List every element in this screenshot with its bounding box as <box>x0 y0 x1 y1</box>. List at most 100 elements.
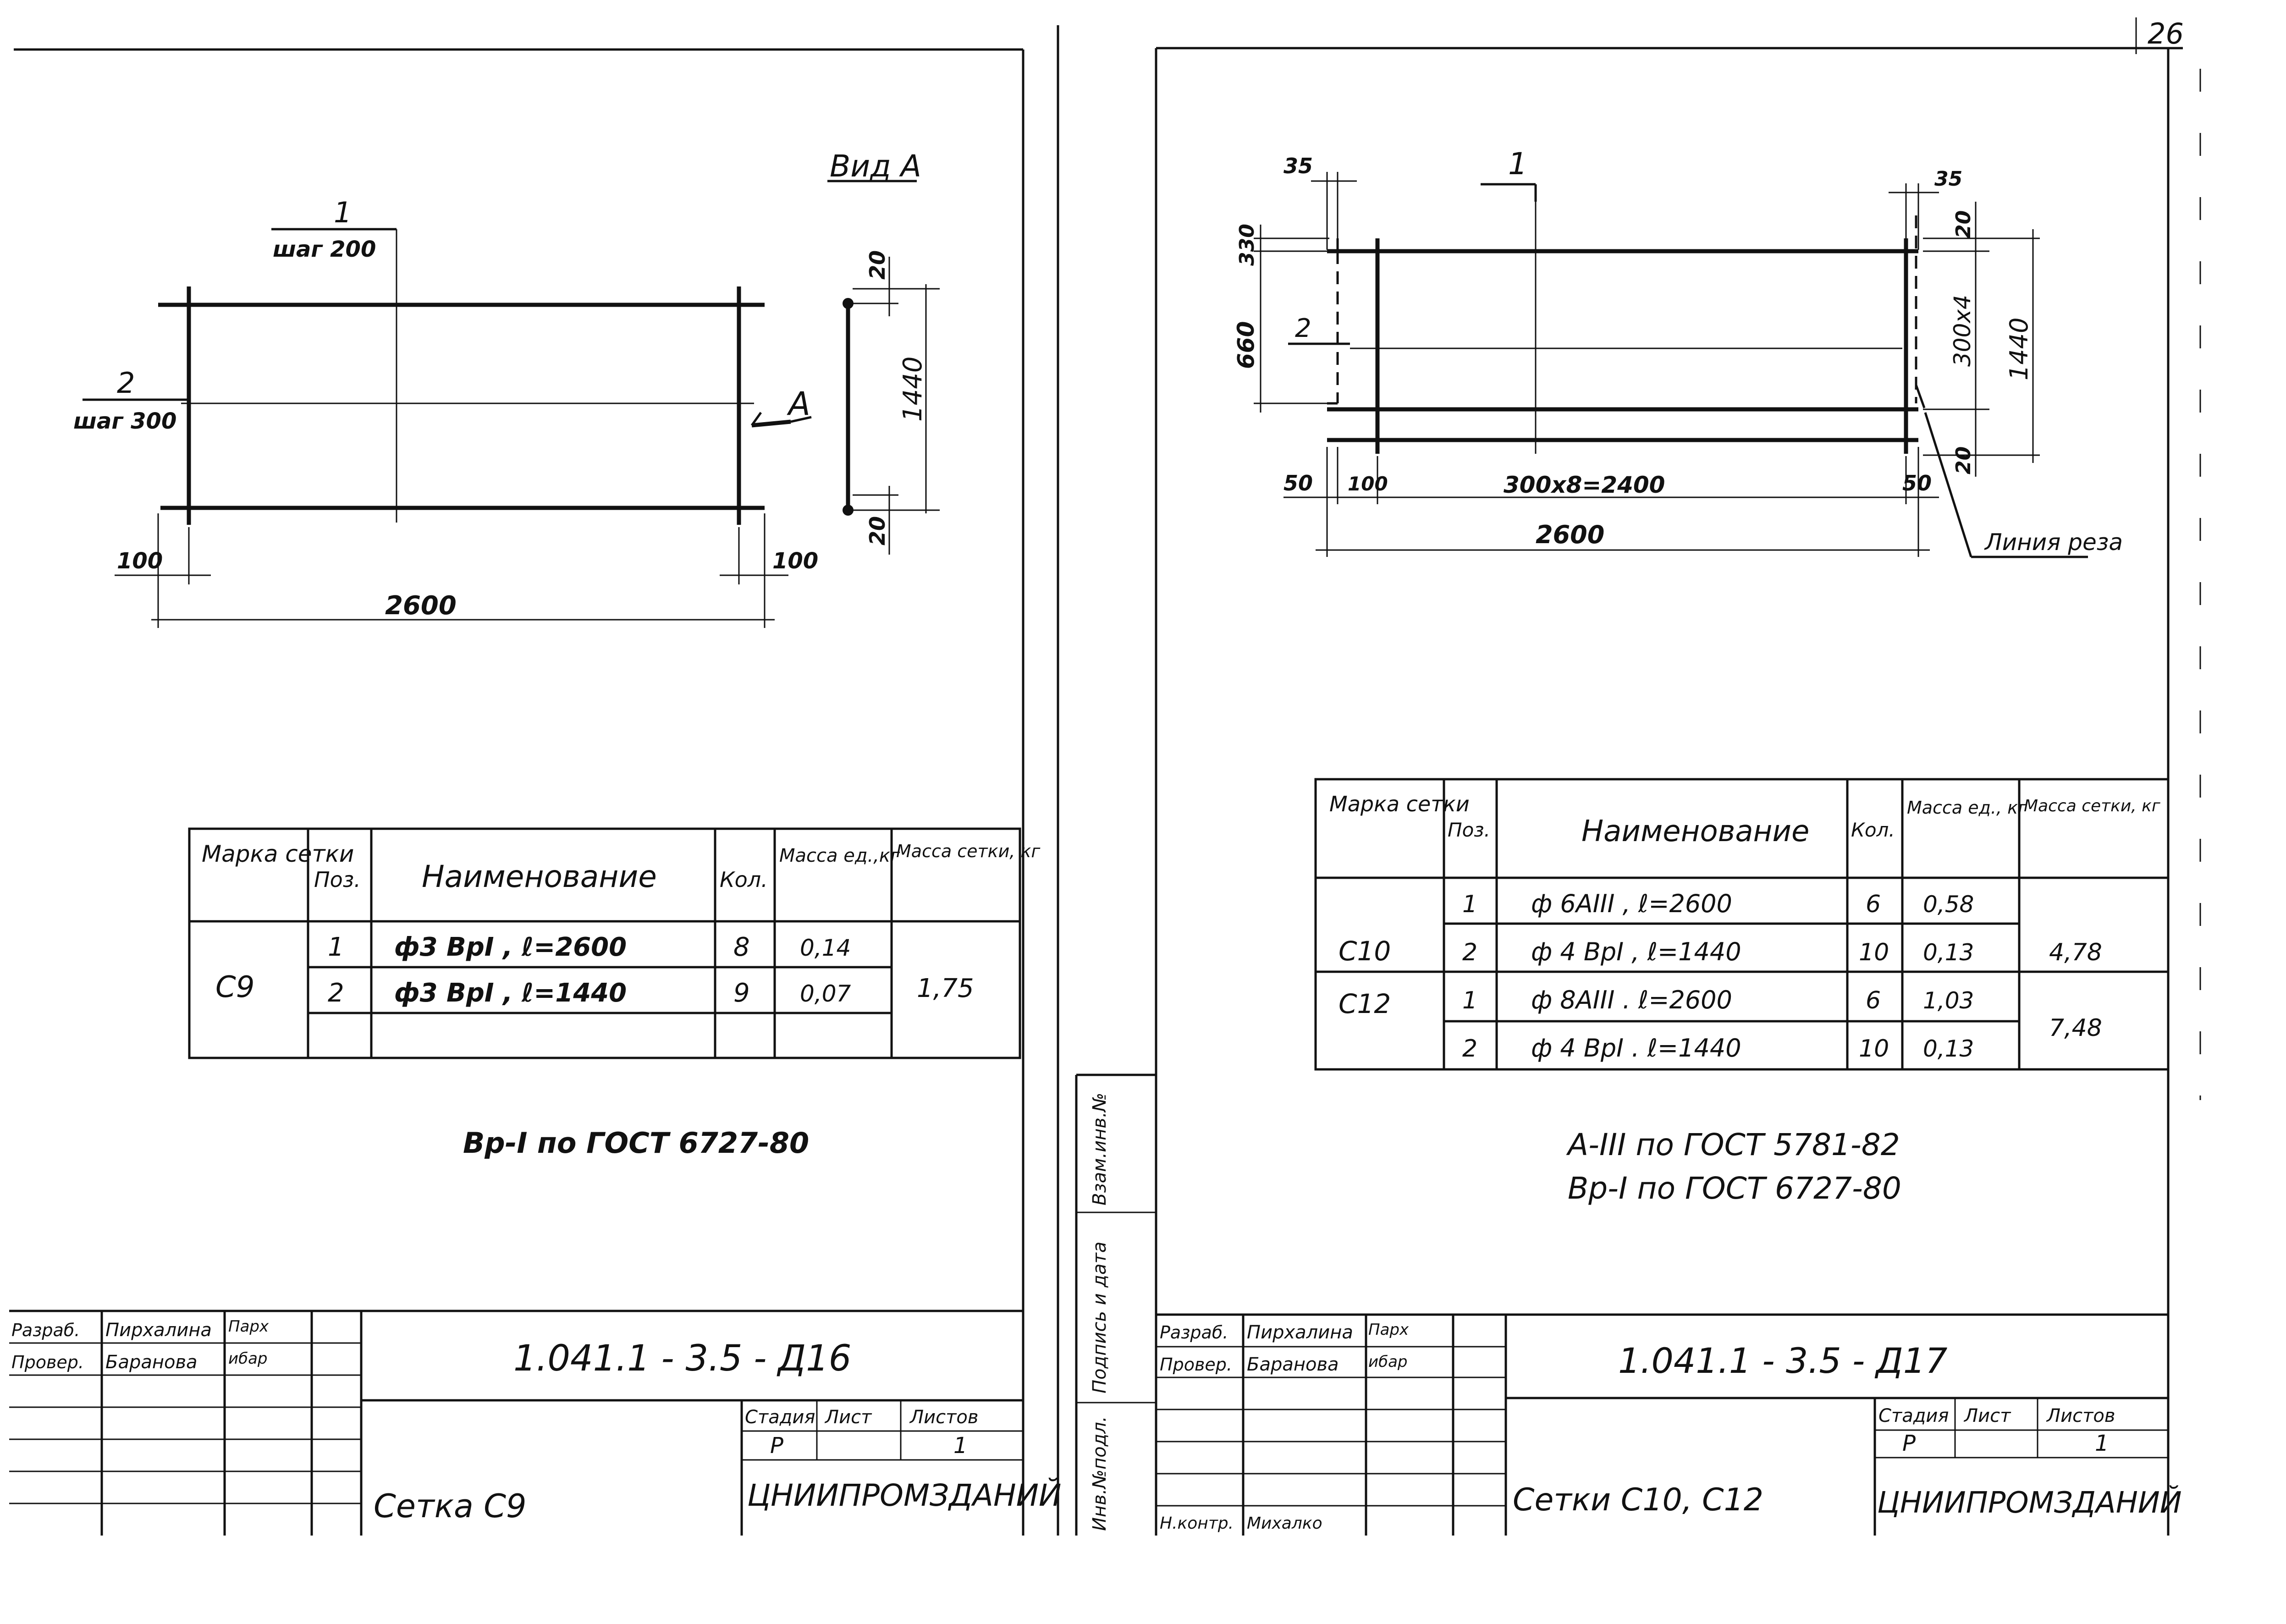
hdr-mesh-mass: Масса сетки, кг <box>2024 797 2161 815</box>
tb-stage: Р <box>1902 1431 1916 1456</box>
dim-bot-left: 50 <box>1283 471 1313 495</box>
view-a-dim-top-label: 20 <box>865 250 890 280</box>
view-a-bar-dot-bottom <box>843 505 854 516</box>
cut-line-right-end <box>1915 385 1926 408</box>
cut-leader <box>1924 412 1972 557</box>
leader-2-label: 2 <box>1295 314 1311 343</box>
leader-2-label: 2 <box>117 366 135 400</box>
tb-org: ЦНИИПРОМЗДАНИЙ <box>1877 1485 2182 1520</box>
row-2-qty: 9 <box>733 978 750 1008</box>
hdr-qty: Кол. <box>1851 819 1895 841</box>
row-1-qty: 8 <box>733 932 750 962</box>
tb-sheets-header: Листов <box>909 1407 978 1428</box>
dim-left-mid: 660 <box>1233 321 1259 369</box>
dim-right-total: 1440 <box>2005 318 2033 380</box>
group-1-mass: 4,78 <box>2049 939 2102 966</box>
g2-row-1-pos: 1 <box>1462 987 1477 1014</box>
dim-right-offset: 100 <box>772 548 818 574</box>
g2-row-1-mass: 1,03 <box>1923 987 1974 1014</box>
dim-bot-left2: 100 <box>1348 473 1388 495</box>
dim-right-mid: 300x4 <box>1949 295 1976 367</box>
spec-table-c10-c12: Марка сетки Поз. Наименование Кол. Масса… <box>1314 778 2170 1071</box>
view-arrow-line <box>790 416 812 423</box>
cell-mark: С9 <box>215 970 254 1004</box>
view-a-dim-bottom-label: 20 <box>865 516 890 545</box>
view-arrow-label: А <box>787 385 810 423</box>
tb-name-1: Пирхалина <box>105 1320 212 1341</box>
right-title-block: Разраб. Провер. Н.контр. Пирхалина Баран… <box>1156 1313 2182 1536</box>
g2-row-2-name: ф 4 ВрI . ℓ=1440 <box>1531 1034 1741 1062</box>
right-note-1: А-III по ГОСТ 5781-82 <box>1566 1127 1900 1162</box>
tb-sign-1: Парх <box>1368 1321 1409 1339</box>
hdr-unit-mass: Масса ед., кг <box>1907 798 2027 818</box>
hdr-pos: Поз. <box>314 867 361 892</box>
dim-top-left: 35 <box>1283 154 1313 178</box>
hdr-qty: Кол. <box>720 867 768 892</box>
side-label-replace: Взам.инв.№ <box>1089 1093 1110 1206</box>
tb-role-1: Разраб. <box>11 1320 80 1340</box>
hdr-name: Наименование <box>422 859 657 894</box>
hdr-mesh-mass: Масса сетки, кг <box>896 841 1041 861</box>
g1-row-1-mass: 0,58 <box>1923 891 1974 918</box>
cell-mesh-mass: 1,75 <box>917 974 974 1003</box>
dim-bot-span: 300x8=2400 <box>1504 472 1665 498</box>
tb-name-1: Пирхалина <box>1247 1322 1353 1343</box>
tb-role-2: Провер. <box>1160 1354 1232 1375</box>
tb-title: Сетки С10, С12 <box>1513 1482 1763 1518</box>
side-label-inventory: Инв.№подл. <box>1089 1416 1110 1531</box>
leader-1-pitch: шаг 200 <box>273 237 376 262</box>
g1-row-1-qty: 6 <box>1866 891 1881 918</box>
group-2-mark: С12 <box>1339 988 1391 1019</box>
hdr-pos: Поз. <box>1448 819 1490 841</box>
tb-stage-header: Стадия <box>745 1407 815 1428</box>
g1-row-2-name: ф 4 ВрI , ℓ=1440 <box>1531 937 1741 966</box>
view-a: Вид А 20 1440 20 <box>827 149 940 555</box>
g1-row-1-name: ф 6АIII , ℓ=2600 <box>1531 889 1732 918</box>
tb-sign-2: ибар <box>228 1349 267 1368</box>
view-a-title: Вид А <box>830 149 921 184</box>
hdr-mark: Марка сетки <box>202 841 354 867</box>
dim-bot-total: 2600 <box>1536 520 1604 549</box>
row-2-pos: 2 <box>328 978 344 1008</box>
hdr-mark: Марка сетки <box>1329 792 1470 816</box>
right-note-2: Вр-I по ГОСТ 6727-80 <box>1568 1171 1901 1206</box>
left-sheet: 1 шаг 200 2 шаг 300 А 100 100 2600 Вид <box>9 25 1061 1536</box>
leader-1-label: 1 <box>1508 146 1527 182</box>
leader-2-pitch: шаг 300 <box>73 408 176 434</box>
g1-row-2-mass: 0,13 <box>1923 939 1974 966</box>
left-note: Вр-I по ГОСТ 6727-80 <box>463 1126 809 1160</box>
side-label-signature: Подпись и дата <box>1089 1242 1110 1393</box>
tb-sign-2: ибар <box>1368 1353 1407 1371</box>
tb-name-2: Баранова <box>1247 1354 1339 1375</box>
group-2-mass: 7,48 <box>2049 1014 2102 1042</box>
hdr-unit-mass: Масса ед.,кг <box>779 845 900 866</box>
tb-sign-1: Парх <box>228 1317 269 1336</box>
table-border <box>188 827 1021 1059</box>
view-a-bar-dot-top <box>843 298 854 309</box>
left-title-block: Разраб. Провер. Пирхалина Баранова Парх … <box>9 1310 1061 1536</box>
tb-role-3: Н.контр. <box>1160 1514 1234 1533</box>
g1-row-2-pos: 2 <box>1462 939 1477 966</box>
dim-left-offset: 100 <box>117 548 163 574</box>
dim-top-right: 35 <box>1934 167 1962 191</box>
page-number: 26 <box>2148 17 2184 50</box>
dim-bot-right: 50 <box>1902 471 1932 495</box>
dim-right-bot: 20 <box>1952 446 1975 474</box>
row-1-pos: 1 <box>328 932 344 962</box>
tb-sheets: 1 <box>953 1433 968 1459</box>
group-1-mark: С10 <box>1339 936 1391 967</box>
view-a-dim-total-label: 1440 <box>898 356 928 422</box>
spec-table-c9: Марка сетки Поз. Наименование Кол. Масса… <box>188 827 1041 1059</box>
tb-sheets: 1 <box>2095 1431 2109 1456</box>
g2-row-2-mass: 0,13 <box>1923 1035 1974 1062</box>
g2-row-1-qty: 6 <box>1866 987 1881 1014</box>
view-arrow-shaft <box>751 419 791 428</box>
leader-1-label: 1 <box>334 196 352 229</box>
dim-length: 2600 <box>385 591 457 621</box>
g2-row-1-name: ф 8АIII . ℓ=2600 <box>1531 985 1732 1014</box>
tb-code: 1.041.1 - 3.5 - Д16 <box>513 1338 851 1379</box>
tb-sheet-header: Лист <box>1963 1405 2011 1426</box>
view-arrow-head <box>750 412 762 426</box>
tb-stage-header: Стадия <box>1878 1405 1949 1426</box>
tb-role-1: Разраб. <box>1160 1322 1228 1343</box>
